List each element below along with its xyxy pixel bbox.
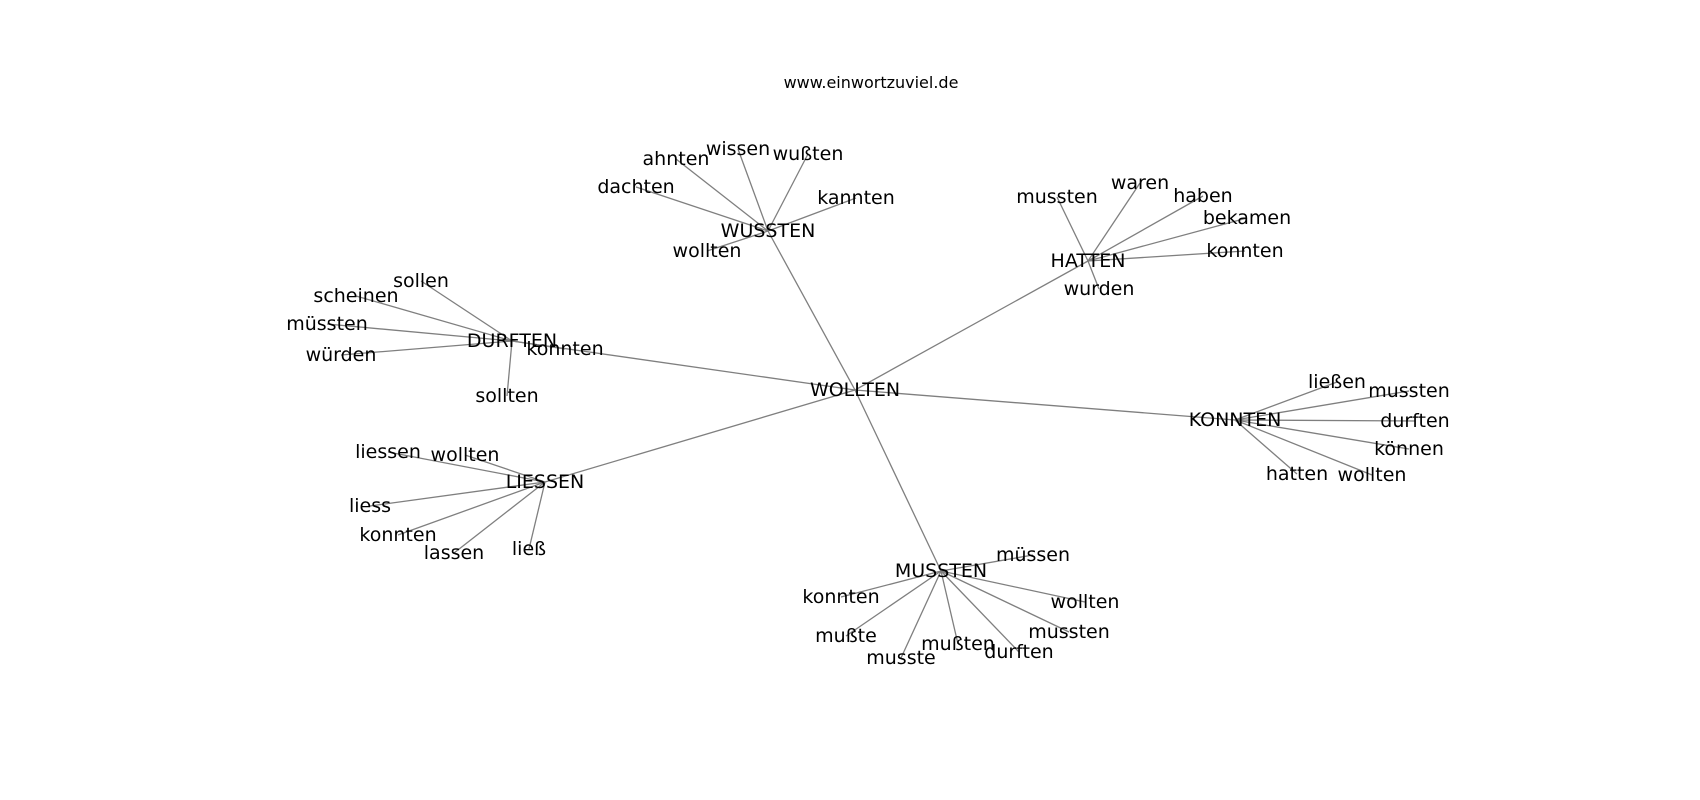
hub-node-label: WUSSTEN — [721, 220, 816, 242]
edge-hub-to-leaf — [1056, 196, 1089, 262]
edge-hub-to-leaf — [464, 454, 546, 483]
leaf-node-label: hatten — [1266, 463, 1328, 485]
edge-hub-to-leaf — [767, 197, 857, 232]
leaf-node-label: konnten — [526, 338, 603, 360]
edge-center-to-hub — [854, 260, 1089, 391]
leaf-node-label: konnten — [1206, 240, 1283, 262]
edge-center-to-hub — [854, 389, 942, 572]
edge-hub-to-leaf — [528, 481, 546, 550]
edge-hub-to-leaf — [1234, 419, 1298, 475]
edge-hub-to-leaf — [1234, 390, 1410, 421]
edge-hub-to-leaf — [737, 148, 769, 232]
edge-hub-to-leaf — [369, 481, 546, 507]
edge-hub-to-leaf — [1087, 250, 1246, 262]
edge-hub-to-leaf — [1234, 381, 1338, 421]
leaf-node-label: konnten — [359, 524, 436, 546]
leaf-node-label: sollen — [393, 270, 449, 292]
hub-node-label: MUSSTEN — [895, 560, 987, 582]
edge-hub-to-leaf — [387, 451, 546, 483]
leaf-node-label: mußte — [815, 625, 877, 647]
edge-hub-to-leaf — [340, 340, 513, 356]
edge-hub-to-leaf — [635, 186, 769, 232]
leaf-node-label: wollten — [673, 240, 742, 262]
leaf-node-label: sollten — [475, 385, 538, 407]
edge-hub-to-leaf — [1087, 182, 1141, 262]
edge-hub-to-leaf — [940, 570, 1086, 603]
edge-hub-to-leaf — [506, 340, 513, 397]
edge-hub-to-leaf — [940, 570, 1070, 633]
leaf-node-label: scheinen — [313, 285, 398, 307]
leaf-node-label: wollten — [1051, 591, 1120, 613]
leaf-node-label: mussten — [1028, 621, 1110, 643]
edge-hub-to-leaf — [397, 481, 546, 536]
edges-layer — [326, 148, 1416, 659]
leaf-node-label: liess — [349, 495, 391, 517]
leaf-node-label: dachten — [597, 176, 674, 198]
leaf-node-label: wurden — [1064, 278, 1135, 300]
leaf-node-label: ließen — [1308, 371, 1366, 393]
leaf-node-label: lassen — [424, 542, 484, 564]
leaf-node-label: musste — [866, 647, 936, 669]
edge-hub-to-leaf — [420, 280, 513, 342]
leaf-node-label: waren — [1111, 172, 1169, 194]
leaf-node-label: wissen — [706, 138, 770, 160]
leaf-node-label: wußten — [773, 143, 844, 165]
edge-hub-to-leaf — [1087, 195, 1204, 262]
edge-hub-to-leaf — [940, 554, 1034, 572]
edge-hub-to-leaf — [940, 570, 959, 645]
edge-hub-to-leaf — [1087, 260, 1100, 290]
edge-hub-to-leaf — [1087, 217, 1248, 262]
edge-hub-to-leaf — [900, 570, 942, 659]
edge-hub-to-leaf — [840, 570, 942, 598]
edge-hub-to-leaf — [1234, 419, 1373, 476]
leaf-node-label: durften — [1380, 410, 1449, 432]
leaf-node-label: wollten — [1338, 464, 1407, 486]
edge-hub-to-leaf — [767, 153, 809, 232]
leaf-node-label: konnten — [802, 586, 879, 608]
leaf-node-label: kannten — [817, 187, 895, 209]
leaf-node-label: wollten — [431, 444, 500, 466]
hub-node-label: DURFTEN — [467, 330, 557, 352]
edge-center-to-hub — [544, 389, 856, 483]
edge-hub-to-leaf — [1234, 419, 1416, 422]
leaf-node-label: mussten — [1016, 186, 1098, 208]
leaf-node-label: mussten — [1368, 380, 1450, 402]
leaf-node-label: bekamen — [1203, 207, 1291, 229]
edge-center-to-hub — [854, 389, 1236, 421]
leaf-node-label: müssen — [996, 544, 1070, 566]
leaf-node-label: können — [1374, 438, 1444, 460]
edge-hub-to-leaf — [1234, 419, 1410, 450]
leaf-node-label: ahnten — [643, 148, 710, 170]
edge-hub-to-leaf — [326, 323, 513, 342]
leaf-node-label: müssten — [286, 313, 368, 335]
edge-center-to-hub — [767, 230, 856, 391]
edge-hub-to-leaf — [511, 340, 566, 350]
leaf-node-label: liessen — [355, 441, 421, 463]
leaf-node-label: ließ — [512, 538, 546, 560]
leaf-node-label: würden — [306, 344, 377, 366]
edge-hub-to-leaf — [845, 570, 942, 637]
edge-center-to-hub — [511, 340, 856, 391]
leaf-node-label: durften — [984, 641, 1053, 663]
site-url-label: www.einwortzuviel.de — [784, 73, 959, 92]
edge-hub-to-leaf — [355, 295, 513, 342]
leaf-node-label: haben — [1173, 185, 1232, 207]
edge-hub-to-leaf — [940, 570, 1020, 653]
leaf-node-label: mußten — [921, 633, 995, 655]
edge-hub-to-leaf — [453, 481, 546, 554]
edge-hub-to-leaf — [675, 158, 769, 232]
center-node-label: WOLLTEN — [810, 379, 900, 401]
hub-node-label: HATTEN — [1051, 250, 1126, 272]
hub-node-label: LIESSEN — [506, 471, 585, 493]
edge-hub-to-leaf — [706, 230, 769, 252]
hub-node-label: KONNTEN — [1189, 409, 1282, 431]
